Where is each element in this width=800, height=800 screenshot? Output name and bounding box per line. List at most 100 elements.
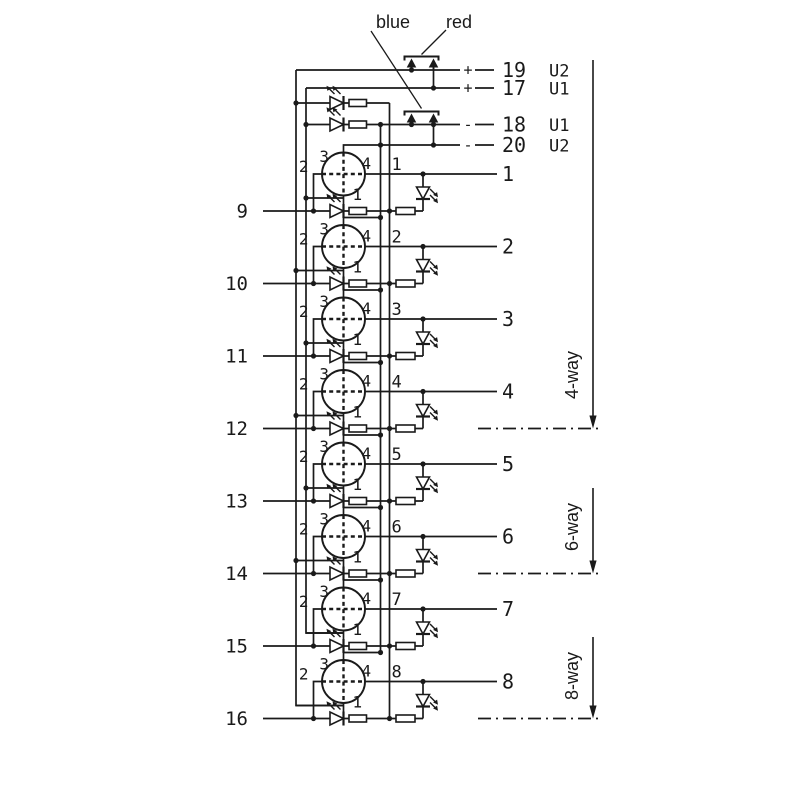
- port-label: 2: [502, 235, 514, 259]
- diode-triangle: [329, 565, 346, 582]
- junction-dot: [377, 432, 384, 438]
- led-icon: [326, 483, 346, 509]
- resistor: [348, 98, 368, 108]
- pin-label-2: 2: [299, 520, 309, 539]
- pin2-wire: [312, 245, 322, 284]
- led-icon: [326, 628, 346, 654]
- led-ray-head: [433, 270, 438, 276]
- pin-label-2: 2: [299, 157, 309, 176]
- led-icon: [415, 403, 438, 421]
- diode-triangle: [415, 186, 431, 201]
- led-icon: [326, 411, 346, 437]
- junction-dot: [310, 208, 317, 214]
- led-ray-head: [326, 483, 332, 489]
- junction-dot: [386, 280, 393, 287]
- junction-dot: [377, 504, 384, 511]
- terminal-label: 16: [225, 708, 248, 730]
- led-ray-head: [433, 699, 438, 705]
- led-ray-head: [332, 556, 338, 562]
- pin3-wire: [342, 216, 381, 225]
- led-bar: [403, 110, 440, 116]
- led-ray-head: [433, 627, 438, 633]
- terminal-label: 10: [225, 273, 248, 295]
- pin-label-1: 1: [353, 475, 363, 494]
- junction-dot: [377, 287, 384, 293]
- junction-dot: [420, 316, 426, 322]
- port-label: 5: [502, 452, 514, 476]
- led-ray-head: [332, 107, 338, 113]
- led-icon: [415, 693, 438, 711]
- resistor: [348, 641, 368, 651]
- port-label: 4: [502, 380, 514, 404]
- led-ray-head: [332, 193, 338, 199]
- diode-triangle: [329, 638, 346, 654]
- pin-label-3: 3: [319, 220, 329, 239]
- led-icon: [326, 701, 346, 727]
- junction-dot: [420, 606, 426, 612]
- pin2-wire: [312, 390, 322, 429]
- resistor: [348, 351, 368, 361]
- diode-triangle: [329, 420, 346, 437]
- led-ray-head: [433, 192, 438, 198]
- diode-triangle: [329, 95, 346, 111]
- diode-arrow: [428, 113, 439, 123]
- diode-triangle: [329, 116, 346, 133]
- terminal-label: 9: [237, 201, 248, 223]
- led-ray-head: [326, 701, 332, 707]
- led-icon: [415, 331, 438, 349]
- junction-dot: [386, 208, 393, 214]
- pin-label-3: 3: [319, 365, 329, 384]
- pin-label-4: 4: [362, 589, 372, 608]
- pin-label-4: 4: [362, 227, 372, 246]
- port-label: 6: [502, 525, 514, 549]
- diode-triangle: [329, 203, 346, 219]
- terminal-number: 19: [502, 58, 526, 82]
- diode-triangle: [329, 493, 346, 509]
- pin-label-4: 4: [362, 299, 372, 318]
- pin2-wire: [312, 173, 322, 211]
- pin3-wire: [342, 434, 381, 443]
- junction-dot: [293, 100, 299, 106]
- variant-label: 8-way: [562, 652, 582, 700]
- led-icon: [326, 107, 346, 133]
- resistor: [348, 496, 368, 506]
- pin-label-3: 3: [319, 437, 329, 456]
- resistor: [348, 206, 368, 216]
- pin-label-4: 4: [362, 444, 372, 463]
- led-ray-head: [326, 628, 332, 634]
- port-label-near: 6: [392, 518, 402, 538]
- bus-label: U1: [549, 80, 569, 100]
- diode-triangle: [329, 275, 346, 292]
- led-icon: [326, 556, 346, 582]
- led-ray-head: [433, 198, 438, 204]
- led-ray-head: [332, 338, 338, 344]
- junction-dot: [293, 412, 299, 419]
- blue-pointer-line: [370, 30, 423, 109]
- junction-dot: [386, 425, 393, 432]
- junction-dot: [430, 121, 437, 128]
- pin3-wire: [342, 144, 460, 153]
- junction-dot: [386, 643, 393, 649]
- pin-label-2: 2: [299, 230, 309, 249]
- bus-label: U2: [549, 62, 569, 82]
- led-ray-head: [326, 338, 332, 344]
- junction-dot: [310, 353, 317, 359]
- pin-label-1: 1: [353, 330, 363, 349]
- led-icon: [415, 186, 438, 204]
- pin-label-3: 3: [319, 292, 329, 311]
- junction-dot: [303, 485, 309, 491]
- pin3-wire: [342, 651, 381, 660]
- led-ray-head: [433, 554, 438, 560]
- diode-triangle: [415, 331, 431, 346]
- led-icon: [415, 476, 438, 494]
